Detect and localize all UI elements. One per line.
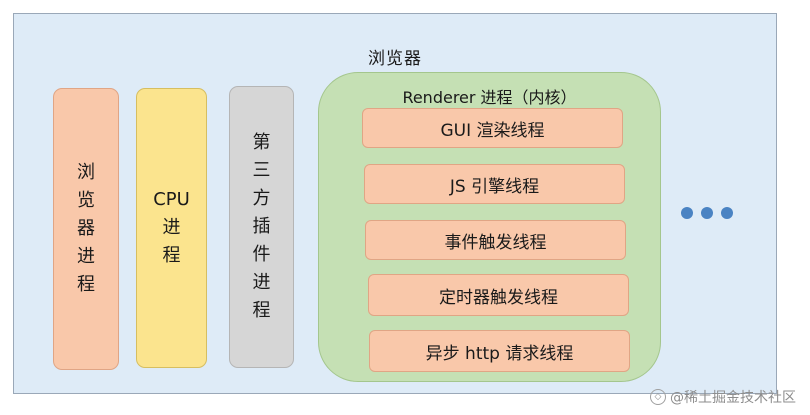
plugin-process-char: 进 xyxy=(252,272,271,293)
watermark-text: @稀土掘金技术社区 xyxy=(670,390,796,406)
js-engine-thread: JS 引擎线程 xyxy=(364,164,625,204)
watermark: ◇ @稀土掘金技术社区 xyxy=(650,387,796,407)
plugin-process-char: 三 xyxy=(252,160,271,181)
cpu-process-char: 进 xyxy=(162,217,181,238)
browser-process-char: 程 xyxy=(77,274,95,295)
ellipsis-dot xyxy=(681,207,693,219)
cpu-process-box: CPU 进 程 xyxy=(136,88,207,368)
cpu-process-label: CPU 进 程 xyxy=(153,186,190,270)
plugin-process-char: 程 xyxy=(252,300,271,321)
renderer-process-title: Renderer 进程（内核） xyxy=(402,88,577,107)
timer-trigger-thread: 定时器触发线程 xyxy=(368,274,629,316)
cpu-process-char: CPU xyxy=(153,189,190,210)
browser-process-box: 浏 览 器 进 程 xyxy=(53,88,119,370)
plugin-process-char: 方 xyxy=(252,188,271,209)
plugin-process-label: 第 三 方 插 件 进 程 xyxy=(253,129,271,325)
gui-render-thread: GUI 渲染线程 xyxy=(362,108,623,148)
browser-process-char: 器 xyxy=(77,218,95,239)
ellipsis-dot xyxy=(721,207,733,219)
event-trigger-thread: 事件触发线程 xyxy=(365,220,626,260)
browser-process-char: 浏 xyxy=(77,162,95,183)
browser-process-char: 览 xyxy=(77,190,95,211)
async-http-thread: 异步 http 请求线程 xyxy=(369,330,630,372)
ellipsis-dot xyxy=(701,207,713,219)
watermark-logo-icon: ◇ xyxy=(650,389,666,405)
cpu-process-char: 程 xyxy=(162,245,181,266)
plugin-process-char: 插 xyxy=(252,216,271,237)
plugin-process-char: 第 xyxy=(252,132,271,153)
browser-process-label: 浏 览 器 进 程 xyxy=(77,159,95,299)
browser-process-char: 进 xyxy=(77,246,95,267)
plugin-process-char: 件 xyxy=(252,244,271,265)
plugin-process-box: 第 三 方 插 件 进 程 xyxy=(229,86,294,368)
more-ellipsis xyxy=(681,207,733,219)
browser-title: 浏览器 xyxy=(368,49,422,69)
